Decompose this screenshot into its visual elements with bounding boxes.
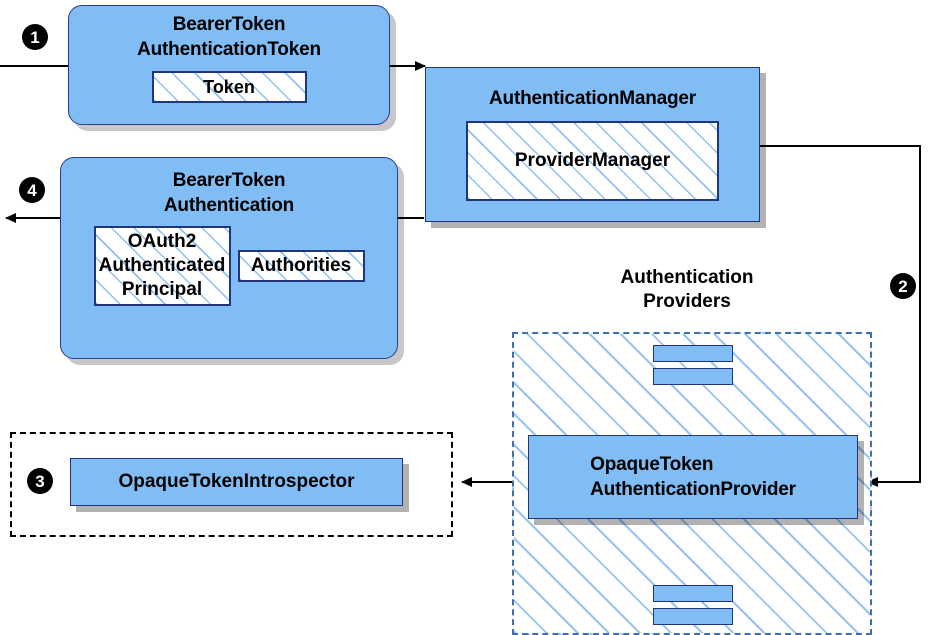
provider-stack-bar-bottom-2 bbox=[653, 608, 733, 625]
bearer-token-authentication-node[interactable]: BearerToken Authentication OAuth2 Authen… bbox=[60, 157, 398, 359]
step-badge-2: 2 bbox=[890, 273, 916, 299]
authentication-providers-label: Authentication Providers bbox=[620, 267, 754, 312]
oauth2-authenticated-principal-label: OAuth2 Authenticated Principal bbox=[98, 231, 226, 300]
provider-manager-inner-box: ProviderManager bbox=[466, 121, 719, 201]
opaque-token-authentication-provider-label: OpaqueToken AuthenticationProvider bbox=[590, 454, 796, 500]
provider-stack-bar-bottom-1 bbox=[653, 585, 733, 602]
bearer-token-authentication-token-node[interactable]: BearerToken AuthenticationToken Token bbox=[68, 5, 390, 125]
bearer-token-authentication-token-label: BearerToken AuthenticationToken bbox=[137, 14, 321, 60]
opaque-token-authentication-provider-node[interactable]: OpaqueToken AuthenticationProvider bbox=[528, 435, 858, 519]
authentication-manager-node[interactable]: AuthenticationManager ProviderManager bbox=[425, 67, 760, 222]
authorities-box: Authorities bbox=[237, 250, 365, 282]
step-badge-4: 4 bbox=[19, 177, 45, 203]
step-badge-3: 3 bbox=[27, 468, 53, 494]
oauth2-authenticated-principal-box: OAuth2 Authenticated Principal bbox=[93, 226, 231, 306]
opaque-token-introspector-label: OpaqueTokenIntrospector bbox=[118, 471, 355, 492]
connector-manager-to-provider bbox=[760, 145, 921, 487]
bearer-token-authentication-inner-row: OAuth2 Authenticated Principal Authoriti… bbox=[61, 226, 397, 306]
step-badge-1: 1 bbox=[22, 24, 48, 50]
opaque-token-introspector-node[interactable]: OpaqueTokenIntrospector bbox=[70, 458, 403, 506]
token-inner-box: Token bbox=[151, 71, 307, 103]
authorities-label: Authorities bbox=[250, 255, 352, 276]
authentication-manager-label: AuthenticationManager bbox=[489, 88, 696, 109]
token-inner-label: Token bbox=[203, 76, 255, 97]
provider-stack-bar-top-1 bbox=[653, 345, 733, 362]
bearer-token-authentication-label: BearerToken Authentication bbox=[163, 170, 295, 216]
provider-manager-inner-label: ProviderManager bbox=[514, 150, 671, 171]
provider-stack-bar-top-2 bbox=[653, 368, 733, 385]
